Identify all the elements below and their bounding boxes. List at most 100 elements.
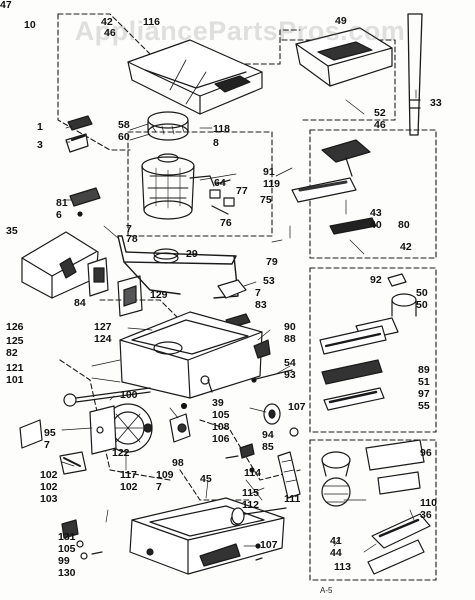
callout-label: 89 — [418, 364, 430, 376]
small-rollers — [239, 427, 299, 459]
callout-label: 113 — [334, 561, 351, 573]
callout-label: 102 — [120, 481, 138, 493]
motor-assembly — [141, 153, 215, 220]
brush-holders — [209, 179, 235, 215]
callout-label: 45 — [200, 473, 212, 485]
top-lid — [127, 39, 263, 115]
callout-label: 115 — [242, 487, 259, 499]
callout-label: 105 — [212, 409, 230, 421]
leader-lines — [61, 89, 417, 553]
callout-label: 51 — [418, 376, 430, 388]
callout-label: 75 — [260, 194, 272, 206]
callout-label: 8 — [213, 137, 219, 149]
callout-label: 103 — [40, 493, 58, 505]
callout-label: 95 — [44, 427, 56, 439]
callout-label: 29 — [186, 248, 198, 260]
clamp — [19, 419, 87, 475]
wheel-94 — [263, 403, 281, 425]
callout-label: 52 — [374, 107, 386, 119]
callout-label: 98 — [172, 457, 184, 469]
callout-label: 60 — [118, 131, 130, 143]
callout-label: 102 — [40, 481, 58, 493]
callout-label: 106 — [212, 433, 230, 445]
pedal — [253, 339, 271, 359]
callout-label: 43 — [370, 207, 382, 219]
callout-label: 121 — [6, 362, 24, 374]
callout-label: 1 — [37, 121, 43, 133]
callout-label: 35 — [6, 225, 18, 237]
callout-label: 107 — [288, 401, 306, 413]
callout-label: 78 — [126, 233, 138, 245]
callout-label: 94 — [262, 429, 274, 441]
callout-label: 81 — [56, 197, 68, 209]
callout-label: 46 — [104, 27, 116, 39]
callout-label: 130 — [58, 567, 76, 579]
main-body — [119, 311, 263, 399]
wand-tube — [407, 13, 423, 136]
callout-label: 39 — [212, 397, 224, 409]
callout-label: 129 — [150, 289, 168, 301]
callout-label: 41 — [330, 535, 342, 547]
handle-bail — [117, 235, 239, 299]
callout-label: 90 — [284, 321, 296, 333]
bar-115 — [277, 451, 301, 499]
top-cover-cap — [295, 27, 393, 87]
callout-label: 80 — [398, 219, 410, 231]
callout-label: 10 — [24, 19, 36, 31]
callout-label: 126 — [6, 321, 24, 333]
small-clips — [65, 115, 101, 217]
callout-label: 77 — [236, 185, 248, 197]
callout-label: 7 — [126, 223, 132, 235]
callout-label: 101 — [6, 374, 24, 386]
callout-label: 109 — [156, 469, 174, 481]
callout-label: 119 — [263, 178, 280, 190]
callout-label: 42 — [400, 241, 412, 253]
callout-label: 76 — [220, 217, 232, 229]
filter-ring — [147, 111, 189, 141]
callout-label: 7 — [156, 481, 162, 493]
callout-label: 47 — [0, 0, 12, 11]
callout-label: 40 — [370, 219, 382, 231]
callout-label: 118 — [213, 123, 230, 135]
callout-label: 50 — [416, 299, 428, 311]
wheel-parts — [169, 402, 191, 443]
callout-label: 33 — [430, 97, 442, 109]
callout-label: 36 — [420, 509, 432, 521]
attachment-tools-lower — [321, 439, 431, 575]
callout-label: 117 — [120, 469, 137, 481]
callout-label: 85 — [262, 441, 274, 453]
callout-label: 105 — [58, 543, 76, 555]
callout-label: 124 — [94, 333, 112, 345]
footer-code: A-5 — [320, 586, 333, 595]
attachment-tools-upper — [291, 139, 377, 235]
rod-112 — [231, 507, 287, 525]
callout-label: 96 — [420, 447, 432, 459]
callout-label: 127 — [94, 321, 112, 333]
callout-label: 122 — [112, 447, 130, 459]
base-housing — [129, 497, 285, 575]
callout-label: 83 — [255, 299, 267, 311]
callout-label: 6 — [56, 209, 62, 221]
callout-label: 102 — [40, 469, 58, 481]
ring-79 — [153, 248, 179, 264]
bottom-left-parts — [61, 519, 103, 560]
bag-holder — [87, 257, 143, 317]
callout-label: 108 — [212, 421, 230, 433]
callout-label: 116 — [143, 16, 160, 28]
bag-door — [21, 231, 99, 299]
callout-label: 79 — [266, 256, 278, 268]
callout-label: 88 — [284, 333, 296, 345]
callout-label: 110 — [420, 497, 437, 509]
callout-label: 7 — [255, 287, 261, 299]
callout-label: 92 — [370, 274, 382, 286]
callout-label: 100 — [120, 389, 138, 401]
callout-label: 53 — [263, 275, 275, 287]
callout-label: 3 — [37, 139, 43, 151]
callout-label: 46 — [374, 119, 386, 131]
callout-label: 55 — [418, 400, 430, 412]
screws-114 — [225, 455, 255, 473]
callout-label: 49 — [335, 15, 347, 27]
callout-label: 50 — [416, 287, 428, 299]
